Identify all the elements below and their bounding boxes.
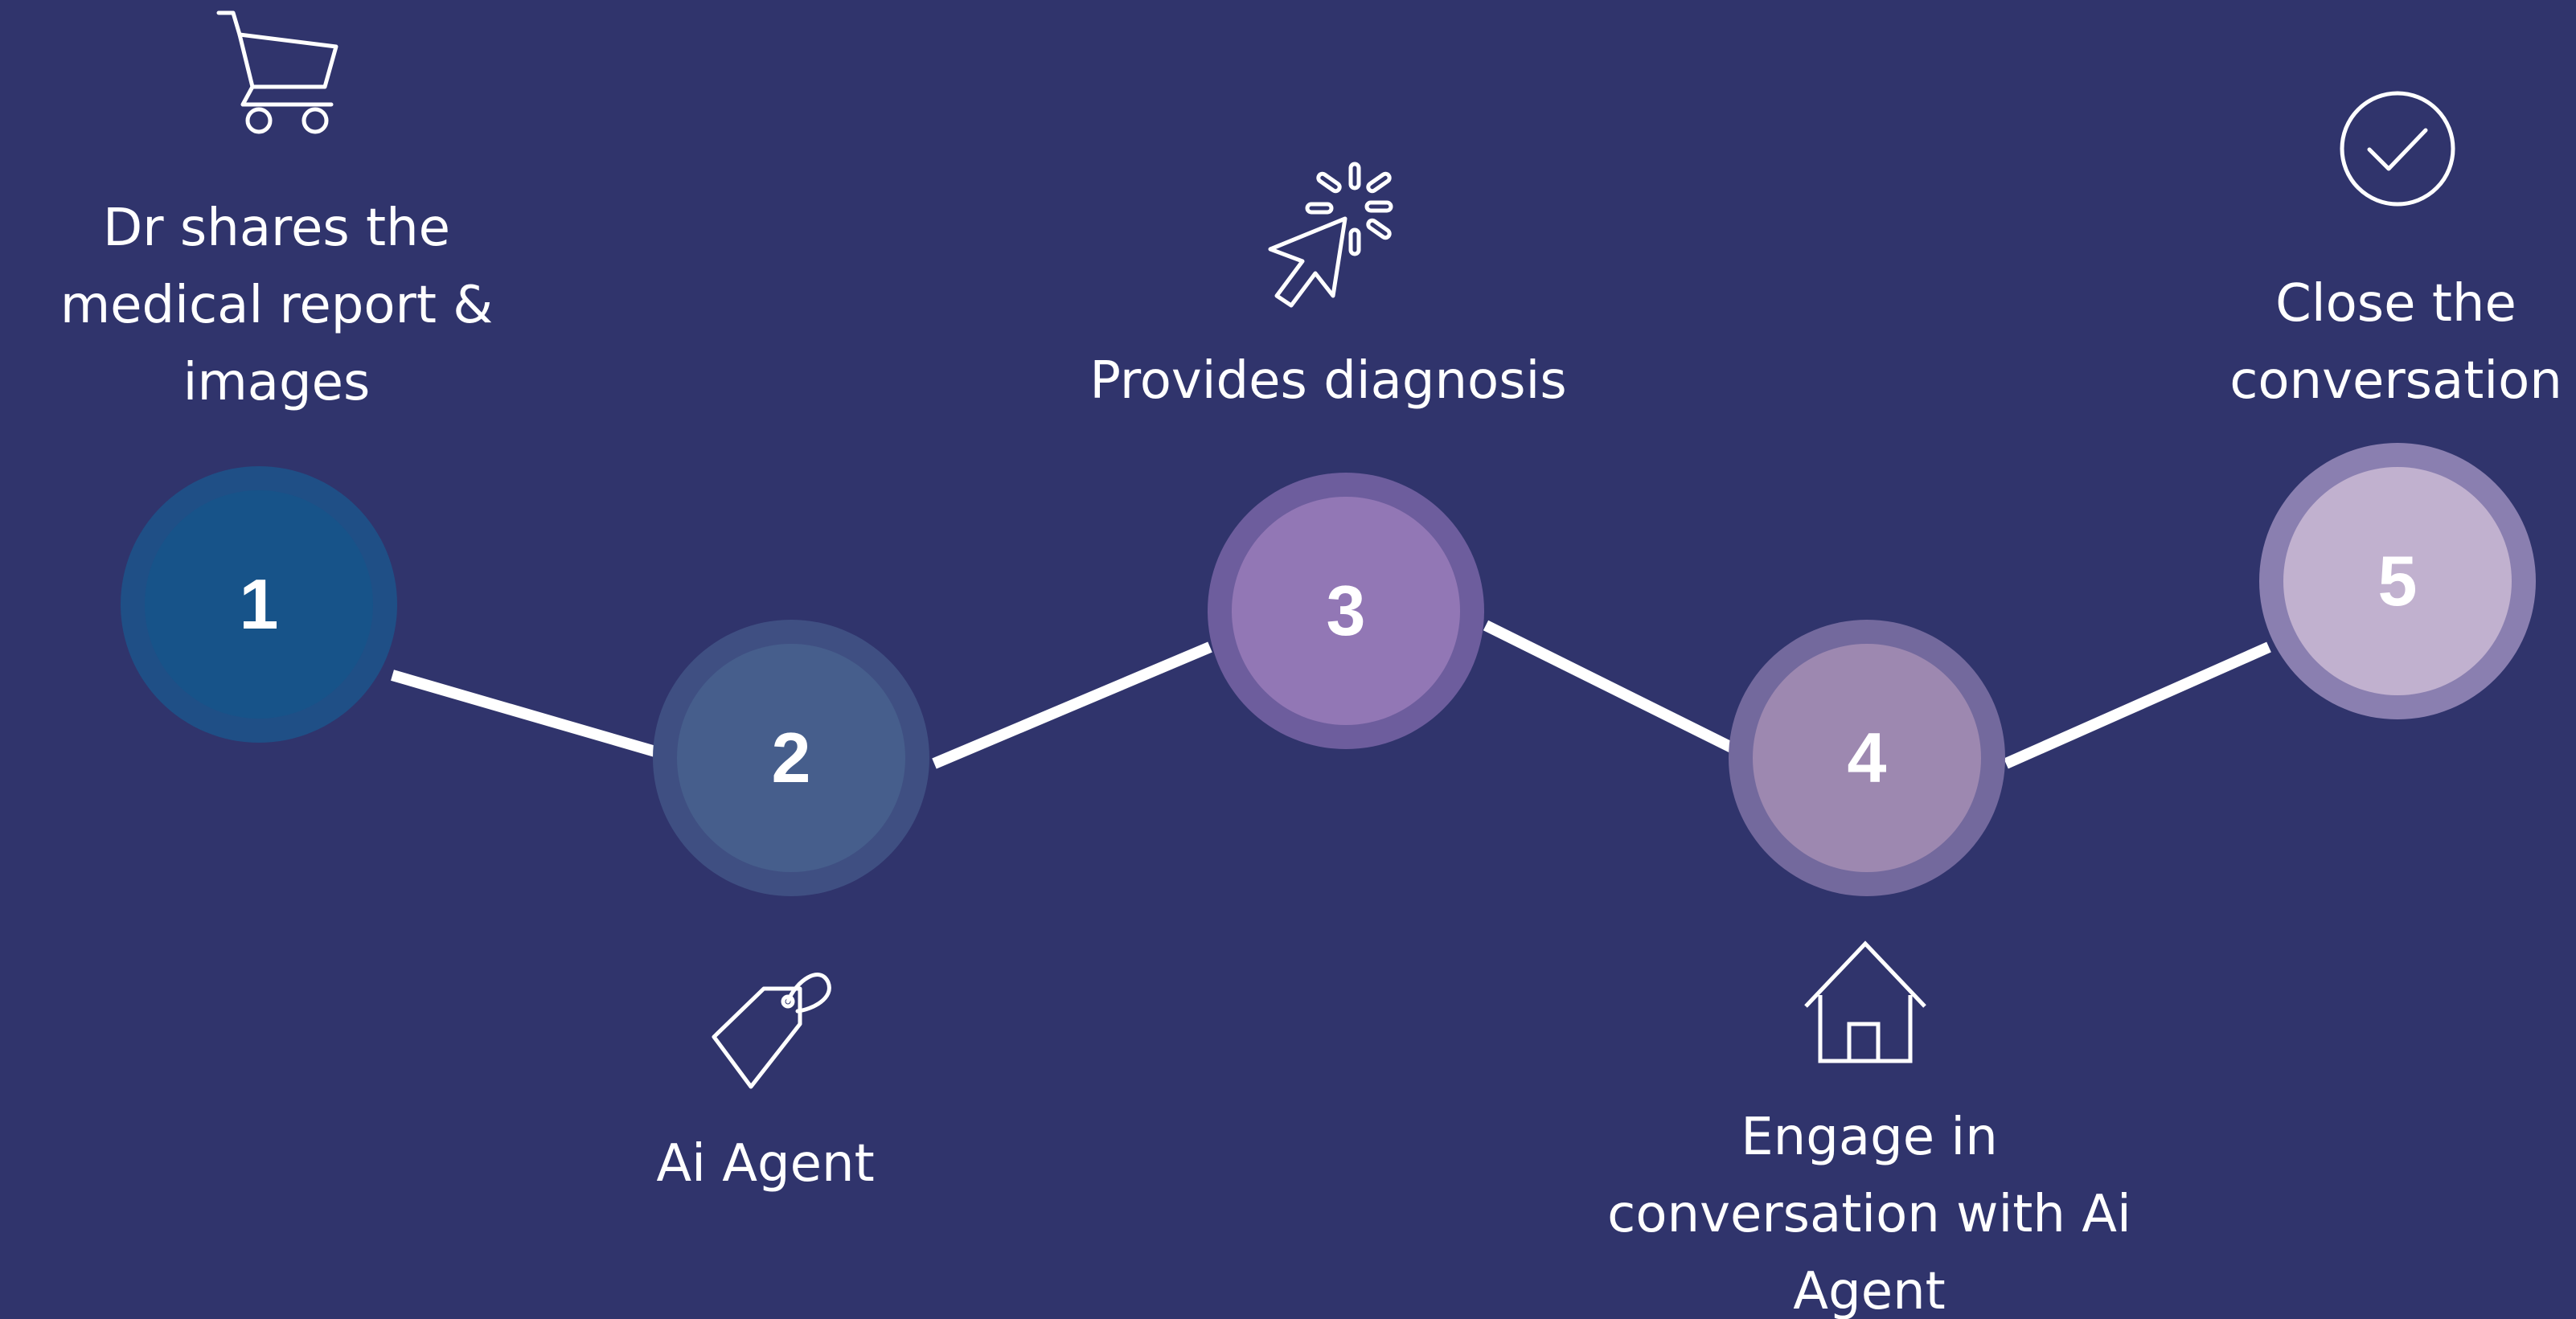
connector-4-5 (2004, 641, 2271, 769)
step-1-label: Dr shares the medical report & images (59, 199, 494, 412)
step-4-label: Engage in conversation with Ai Agent (1607, 1108, 2131, 1319)
step-1-number: 1 (145, 490, 373, 719)
step-3-number: 3 (1232, 497, 1460, 725)
step-5-label: Close the conversation (2229, 274, 2562, 411)
cursor-click-icon (1262, 161, 1415, 313)
step-5-number: 5 (2283, 467, 2512, 695)
step-1-circle: 1 (121, 466, 397, 743)
price-tag-icon (708, 965, 844, 1093)
step-3-circle: 3 (1208, 473, 1484, 749)
checkmark-circle-icon (2339, 90, 2456, 207)
step-2-label: Ai Agent (656, 1134, 875, 1194)
step-3-label: Provides diagnosis (1089, 351, 1567, 411)
shopping-cart-icon (211, 6, 347, 143)
step-4-number: 4 (1753, 644, 1981, 872)
connector-1-2 (391, 670, 657, 757)
connector-2-3 (932, 641, 1212, 769)
step-2-circle: 2 (653, 620, 929, 896)
step-4-circle: 4 (1729, 620, 2005, 896)
home-icon (1801, 939, 1930, 1067)
connector-3-4 (1483, 620, 1748, 760)
step-5-circle: 5 (2259, 443, 2536, 719)
step-2-number: 2 (677, 644, 905, 872)
